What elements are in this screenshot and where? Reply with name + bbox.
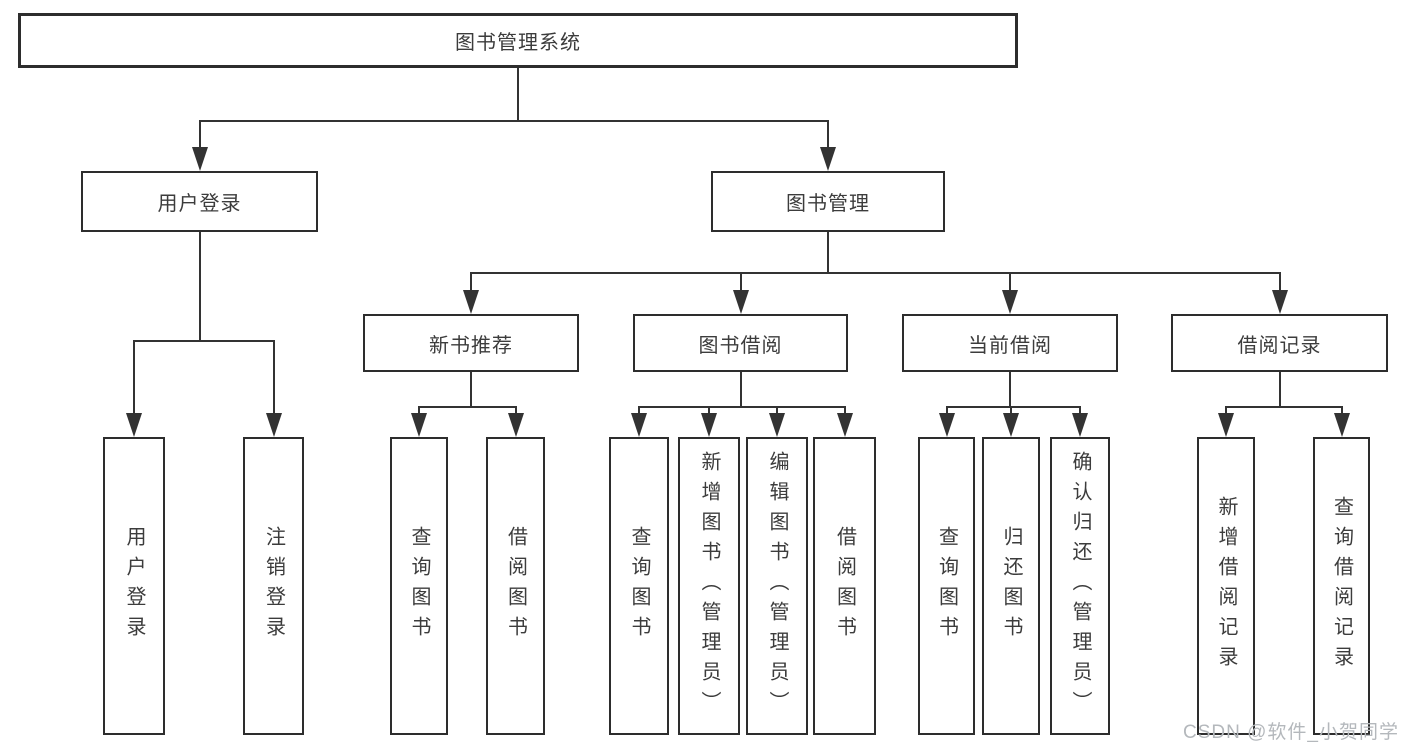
connector-drop-br-query-borrow-record <box>1340 406 1343 417</box>
node-user-login: 用户登录 <box>81 171 318 232</box>
arrowhead-down-icon-bb-query-books <box>631 413 647 437</box>
node-bb-query-books: 查询图书 <box>609 437 669 735</box>
arrowhead-down-icon-logout-leaf <box>265 413 282 437</box>
arrowhead-down-icon-user-login <box>191 147 208 171</box>
node-library-system: 图书管理系统 <box>18 13 1018 68</box>
arrowhead-down-icon-new-book-recommend <box>463 290 479 314</box>
node-label-current-borrowing: 当前借阅 <box>968 334 1052 357</box>
connector-drop-book-borrowing <box>739 272 742 294</box>
node-label-logout-leaf: 注销登录 <box>262 526 285 646</box>
connector-drop-user-login-leaf <box>133 340 135 417</box>
node-label-user-login: 用户登录 <box>157 193 242 215</box>
node-label-borrowing-records: 借阅记录 <box>1237 334 1322 357</box>
connector-bus-book-borrowing <box>638 406 846 408</box>
node-label-book-management: 图书管理 <box>786 193 870 215</box>
node-label-bb-borrow-books: 借阅图书 <box>833 526 856 646</box>
arrowhead-down-icon-current-borrowing <box>1002 290 1018 314</box>
csdn-watermark: CSDN @软件_小贺同学 <box>1183 722 1399 743</box>
node-label-bb-query-books: 查询图书 <box>628 526 650 646</box>
arrowhead-down-icon-bb-borrow-books <box>836 413 853 437</box>
connector-drop-nbr-query-books <box>418 406 420 417</box>
connector-stem-current-borrowing <box>1009 372 1011 408</box>
arrowhead-down-icon-bb-edit-books-admin <box>769 413 785 437</box>
node-label-bb-add-books-admin: 新增图书（管理员） <box>698 451 720 721</box>
connector-bus-borrowing-records <box>1225 406 1343 408</box>
node-bb-edit-books-admin: 编辑图书（管理员） <box>746 437 808 735</box>
connector-drop-br-add-borrow-record <box>1225 406 1227 417</box>
connector-drop-cb-query-books <box>945 406 948 417</box>
connector-drop-cb-confirm-return-admin <box>1079 406 1081 417</box>
connector-stem-book-borrowing <box>739 372 742 408</box>
connector-drop-bb-edit-books-admin <box>776 406 778 417</box>
connector-drop-nbr-borrow-books <box>514 406 517 417</box>
node-label-bb-edit-books-admin: 编辑图书（管理员） <box>766 451 788 721</box>
node-label-br-query-borrow-record: 查询借阅记录 <box>1330 496 1353 676</box>
node-label-book-borrowing: 图书借阅 <box>698 334 783 357</box>
node-user-login-leaf: 用户登录 <box>103 437 165 735</box>
node-label-new-book-recommend: 新书推荐 <box>429 334 513 357</box>
connector-stem-borrowing-records <box>1278 372 1281 408</box>
node-label-br-add-borrow-record: 新增借阅记录 <box>1215 496 1237 676</box>
arrowhead-down-icon-nbr-query-books <box>411 413 427 437</box>
connector-drop-new-book-recommend <box>470 272 472 294</box>
node-borrowing-records: 借阅记录 <box>1171 314 1388 372</box>
connector-stem-new-book-recommend <box>470 372 472 408</box>
connector-stem-user-login <box>198 232 201 342</box>
connector-drop-borrowing-records <box>1278 272 1281 294</box>
node-label-cb-query-books: 查询图书 <box>935 526 958 646</box>
node-label-nbr-query-books: 查询图书 <box>408 526 430 646</box>
connector-drop-logout-leaf <box>272 340 275 417</box>
connector-drop-current-borrowing <box>1009 272 1011 294</box>
connector-bus-book-management <box>470 272 1281 274</box>
connector-stem-library-system <box>517 68 519 122</box>
arrowhead-down-icon-cb-return-books <box>1003 413 1019 437</box>
arrowhead-down-icon-book-management <box>820 147 836 171</box>
node-label-cb-return-books: 归还图书 <box>1000 526 1022 646</box>
node-br-query-borrow-record: 查询借阅记录 <box>1313 437 1370 735</box>
arrowhead-down-icon-br-add-borrow-record <box>1218 413 1234 437</box>
arrowhead-down-icon-user-login-leaf <box>126 413 142 437</box>
node-cb-return-books: 归还图书 <box>982 437 1040 735</box>
connector-bus-library-system <box>198 120 829 122</box>
node-label-user-login-leaf: 用户登录 <box>123 526 145 646</box>
node-new-book-recommend: 新书推荐 <box>363 314 579 372</box>
arrowhead-down-icon-cb-query-books <box>938 413 955 437</box>
node-nbr-borrow-books: 借阅图书 <box>486 437 545 735</box>
arrowhead-down-icon-br-query-borrow-record <box>1333 413 1350 437</box>
node-logout-leaf: 注销登录 <box>243 437 304 735</box>
connector-stem-book-management <box>827 232 829 274</box>
node-cb-query-books: 查询图书 <box>918 437 975 735</box>
node-current-borrowing: 当前借阅 <box>902 314 1118 372</box>
arrowhead-down-icon-book-borrowing <box>732 290 749 314</box>
node-nbr-query-books: 查询图书 <box>390 437 448 735</box>
connector-bus-current-borrowing <box>945 406 1081 408</box>
node-bb-borrow-books: 借阅图书 <box>813 437 876 735</box>
node-label-library-system: 图书管理系统 <box>455 32 581 54</box>
node-bb-add-books-admin: 新增图书（管理员） <box>678 437 740 735</box>
arrowhead-down-icon-borrowing-records <box>1271 290 1288 314</box>
connector-drop-bb-add-books-admin <box>708 406 710 417</box>
node-cb-confirm-return-admin: 确认归还（管理员） <box>1050 437 1110 735</box>
connector-bus-user-login <box>133 340 275 342</box>
connector-drop-book-management <box>827 120 829 151</box>
connector-bus-new-book-recommend <box>418 406 517 408</box>
node-br-add-borrow-record: 新增借阅记录 <box>1197 437 1255 735</box>
node-label-cb-confirm-return-admin: 确认归还（管理员） <box>1069 451 1091 721</box>
connector-drop-cb-return-books <box>1010 406 1012 417</box>
node-label-nbr-borrow-books: 借阅图书 <box>504 526 527 646</box>
connector-drop-bb-query-books <box>638 406 640 417</box>
connector-drop-bb-borrow-books <box>843 406 846 417</box>
node-book-borrowing: 图书借阅 <box>633 314 848 372</box>
arrowhead-down-icon-cb-confirm-return-admin <box>1072 413 1088 437</box>
node-book-management: 图书管理 <box>711 171 945 232</box>
connector-drop-user-login <box>198 120 201 151</box>
arrowhead-down-icon-bb-add-books-admin <box>701 413 717 437</box>
arrowhead-down-icon-nbr-borrow-books <box>507 413 524 437</box>
